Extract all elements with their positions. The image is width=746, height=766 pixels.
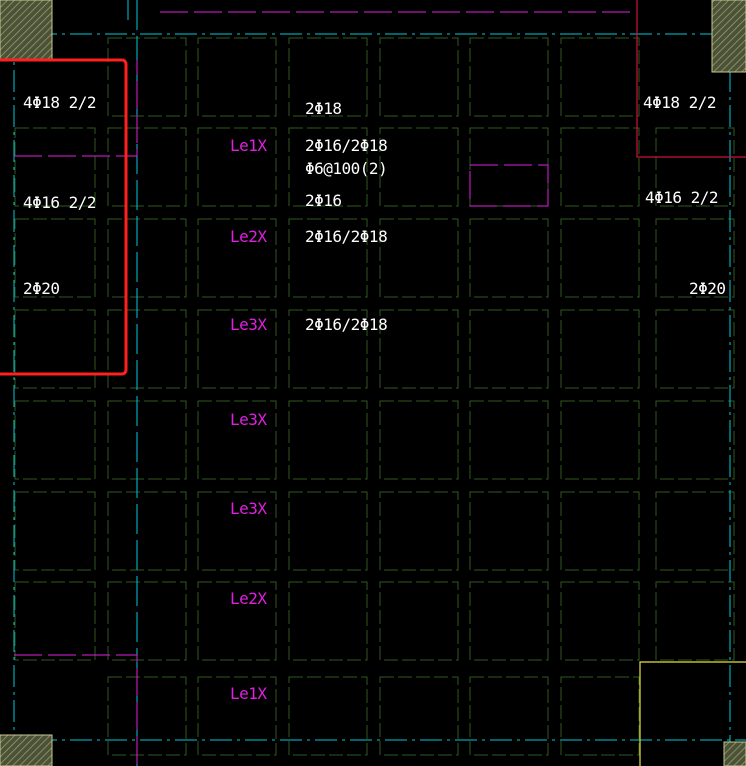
beam-label-row-1[interactable]: Le1X — [230, 136, 267, 155]
grid-cell — [197, 400, 277, 480]
grid-cell — [14, 127, 96, 207]
grid-cell — [560, 37, 640, 117]
grid-cell — [197, 676, 277, 756]
rebar-label-center-2[interactable]: 2Φ16/2Φ18 — [305, 227, 388, 246]
grid-cell — [469, 491, 549, 571]
grid-cell — [288, 400, 368, 480]
rebar-label-right-bottom[interactable]: 2Φ20 — [689, 279, 726, 298]
column-outline — [639, 661, 746, 766]
beam-label-row-4[interactable]: Le3X — [230, 410, 267, 429]
beam-label-row-2[interactable]: Le2X — [230, 227, 267, 246]
grid-cell — [379, 218, 459, 298]
rebar-label-left-top[interactable]: 4Φ18 2/2 — [23, 93, 97, 112]
grid-cell — [288, 491, 368, 571]
beam-label-row-6[interactable]: Le2X — [230, 589, 267, 608]
grid-cell — [379, 37, 459, 117]
grid-cell — [655, 218, 735, 298]
grid-cell — [560, 676, 640, 756]
rebar-label-center-1a[interactable]: 2Φ16/2Φ18 — [305, 136, 388, 155]
grid-cell — [560, 581, 640, 661]
grid-cell — [288, 218, 368, 298]
wall-outline — [636, 0, 746, 158]
grid-cell — [560, 309, 640, 389]
grid-cell — [379, 581, 459, 661]
grid-cell — [288, 127, 368, 207]
rebar-label-center-1c[interactable]: 2Φ16 — [305, 191, 342, 210]
grid-cell — [469, 400, 549, 480]
grid-cell — [107, 309, 187, 389]
grid-cell — [469, 218, 549, 298]
grid-cell — [655, 491, 735, 571]
grid-cells — [14, 37, 735, 756]
grid-cell — [14, 581, 96, 661]
rebar-label-left-mid[interactable]: 4Φ16 2/2 — [23, 193, 97, 212]
beam-label-row-5[interactable]: Le3X — [230, 499, 267, 518]
grid-cell — [655, 127, 735, 207]
grid-cell — [288, 309, 368, 389]
grid-cell — [197, 309, 277, 389]
grid-cell — [655, 400, 735, 480]
rebar-label-right-top[interactable]: 4Φ18 2/2 — [643, 93, 717, 112]
grid-cell — [469, 127, 549, 207]
grid-cell — [288, 676, 368, 756]
rebar-label-left-bottom[interactable]: 2Φ20 — [23, 279, 60, 298]
grid-cell — [197, 127, 277, 207]
grid-cell — [14, 218, 96, 298]
grid-cell — [469, 581, 549, 661]
grid-cell — [379, 127, 459, 207]
selection-highlight-box — [0, 58, 128, 376]
grid-cell — [288, 581, 368, 661]
grid-cell — [655, 581, 735, 661]
grid-cell — [107, 581, 187, 661]
grid-cell — [14, 309, 96, 389]
beam-outlines — [14, 11, 630, 766]
grid-cell — [469, 37, 549, 117]
grid-cell — [560, 400, 640, 480]
grid-cell — [14, 400, 96, 480]
grid-cell — [655, 309, 735, 389]
grid-cell — [197, 491, 277, 571]
grid-cell — [379, 491, 459, 571]
grid-cell — [379, 309, 459, 389]
grid-cell — [197, 218, 277, 298]
axis-center-marks — [127, 0, 138, 766]
grid-cell — [379, 676, 459, 756]
grid-cell — [379, 400, 459, 480]
grid-cell — [469, 309, 549, 389]
grid-cell — [14, 491, 96, 571]
rebar-label-center-top[interactable]: 2Φ18 — [305, 99, 342, 118]
grid-cell — [197, 581, 277, 661]
grid-cell — [560, 218, 640, 298]
grid-cell — [107, 400, 187, 480]
grid-cell — [560, 491, 640, 571]
beam-label-row-7[interactable]: Le1X — [230, 684, 267, 703]
rebar-label-center-3[interactable]: 2Φ16/2Φ18 — [305, 315, 388, 334]
grid-cell — [107, 491, 187, 571]
beam-label-row-3[interactable]: Le3X — [230, 315, 267, 334]
grid-cell — [107, 676, 187, 756]
rebar-label-right-mid[interactable]: 4Φ16 2/2 — [645, 188, 719, 207]
grid-cell — [107, 218, 187, 298]
grid-cell — [469, 676, 549, 756]
grid-cell — [288, 37, 368, 117]
grid-cell — [560, 127, 640, 207]
grid-cell — [107, 37, 187, 117]
rebar-label-center-1b[interactable]: Φ6@100(2) — [305, 159, 388, 178]
grid-cell — [197, 37, 277, 117]
grid-cell — [107, 127, 187, 207]
